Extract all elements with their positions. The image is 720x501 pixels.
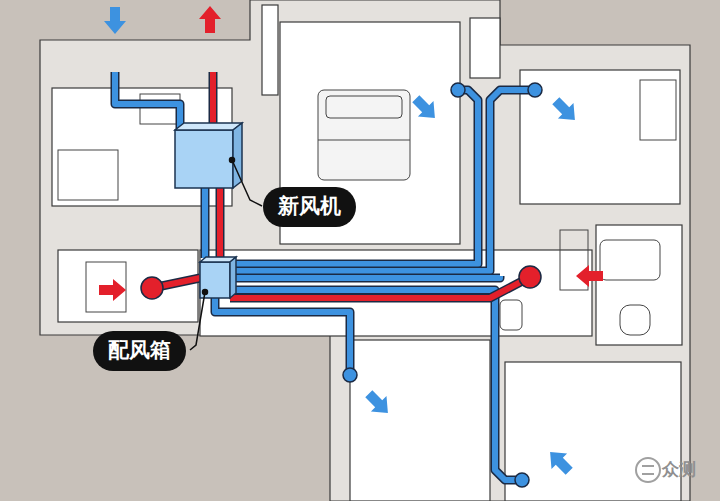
duct-outline	[209, 72, 218, 124]
duct	[230, 276, 500, 278]
callout-label: 新风机	[263, 187, 356, 227]
vent	[519, 266, 541, 288]
watermark: 众测	[662, 458, 696, 481]
ducts	[115, 72, 542, 487]
vent	[343, 368, 357, 382]
duct-outline	[230, 290, 522, 480]
vent	[515, 473, 529, 487]
rooms	[52, 5, 682, 501]
vent	[141, 277, 163, 299]
vent	[451, 83, 465, 97]
airflow-arrow	[548, 93, 583, 128]
callout-text: 新风机	[278, 194, 341, 219]
airflow-arrow	[99, 279, 126, 301]
duct-outline	[201, 188, 210, 258]
duct	[217, 188, 223, 258]
duct	[230, 290, 522, 480]
duct-outline	[115, 72, 180, 130]
vent	[528, 83, 542, 97]
duct-outline	[230, 90, 535, 271]
duct	[230, 90, 535, 271]
airflow-arrow	[361, 386, 396, 421]
duct-outline	[230, 90, 478, 264]
duct	[115, 72, 180, 130]
watermark-logo	[636, 458, 660, 482]
duct	[230, 277, 530, 298]
airflow-arrow	[542, 444, 577, 479]
callout-text: 配风箱	[108, 338, 171, 363]
duct-outline	[230, 276, 500, 278]
distribution-box	[200, 257, 236, 298]
duct-outline	[215, 298, 350, 375]
furniture	[58, 80, 676, 335]
duct	[202, 188, 208, 258]
airflow-arrow	[576, 265, 603, 287]
airflow-arrow	[104, 7, 126, 34]
duct	[210, 72, 216, 124]
leader-lines	[190, 158, 262, 351]
duct	[215, 298, 350, 375]
callout-label: 配风箱	[93, 331, 186, 371]
apartment-walls	[40, 0, 690, 501]
duct-outline	[230, 277, 530, 298]
duct-outline	[216, 188, 225, 258]
airflow-arrow	[199, 6, 221, 33]
airflow-arrows	[99, 6, 603, 479]
fresh-air-unit	[175, 123, 242, 188]
duct	[230, 90, 478, 264]
airflow-arrow	[408, 91, 443, 126]
